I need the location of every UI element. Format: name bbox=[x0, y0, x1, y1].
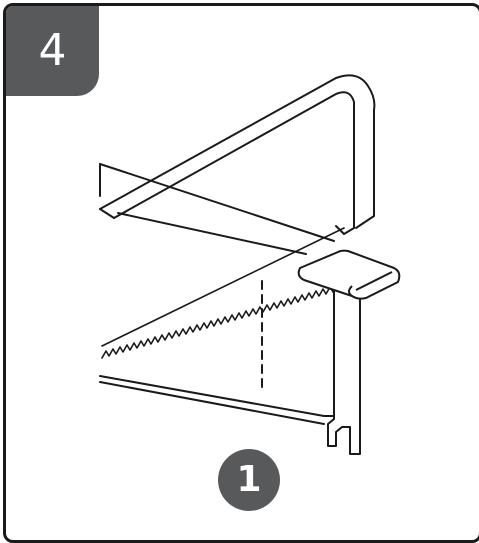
rail-profile bbox=[99, 163, 361, 455]
hacksaw-frame bbox=[99, 74, 376, 235]
rail-end-cap bbox=[297, 249, 401, 300]
cutting-illustration bbox=[99, 74, 401, 455]
instruction-panel: 4 1 bbox=[3, 3, 479, 543]
step-number-badge: 4 bbox=[6, 6, 99, 96]
callout-label: 1 bbox=[218, 449, 280, 511]
saw-blade bbox=[101, 227, 345, 359]
